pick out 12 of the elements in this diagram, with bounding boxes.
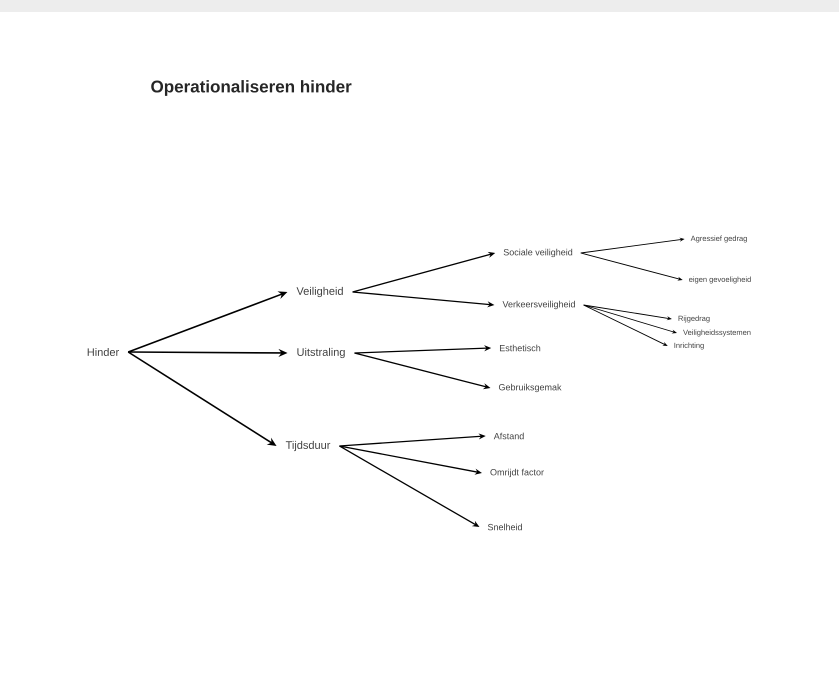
node-label: Snelheid bbox=[488, 524, 522, 530]
node-label: Esthetisch bbox=[500, 344, 540, 352]
node-label: Sociale veiligheid bbox=[504, 248, 572, 258]
node-label: Gebruiksgemak bbox=[498, 384, 562, 392]
node-label: Omrijdt factor bbox=[490, 468, 544, 478]
node-label: Verkeersveiligheid bbox=[502, 300, 575, 310]
node-label: Hinder bbox=[88, 348, 120, 356]
node-label: Afstand bbox=[494, 432, 524, 440]
node-label: Tijdsduur bbox=[286, 440, 330, 452]
title: Operationaliseren hinder bbox=[151, 80, 352, 96]
node-label: Veiligheid bbox=[296, 286, 343, 298]
node-label: Uitstraling bbox=[297, 348, 345, 358]
